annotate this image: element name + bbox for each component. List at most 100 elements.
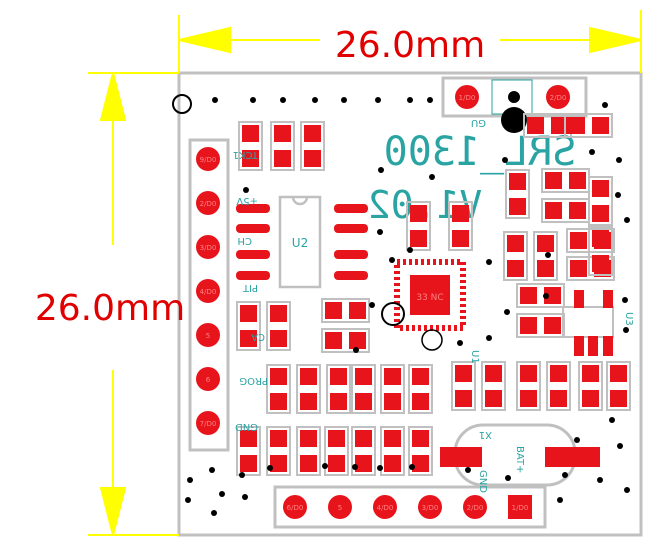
passive-pad <box>355 455 372 472</box>
via <box>187 477 193 483</box>
passive-pad <box>355 430 372 447</box>
height-dimension-label: 26.0mm <box>35 288 185 329</box>
top-pad-2 <box>546 85 570 109</box>
passive-pad <box>270 330 287 347</box>
passive-pad <box>592 230 609 247</box>
via <box>219 491 225 497</box>
passive-outline <box>516 313 565 338</box>
via <box>505 475 511 481</box>
passive-pad <box>325 302 342 319</box>
passive-pad <box>507 235 524 252</box>
bottom-header-pad <box>508 495 532 519</box>
via <box>242 494 248 500</box>
svg-text:X1: X1 <box>479 429 492 440</box>
top-pad-1 <box>455 85 479 109</box>
passive-pad <box>520 317 537 334</box>
left-header-pad-label: 9/D0 <box>200 156 217 164</box>
left-header-pad-label: 6 <box>206 376 211 384</box>
passive-outline <box>546 361 571 411</box>
dimension-vertical <box>88 72 179 536</box>
left-header-pad-label: 7/D0 <box>200 420 217 428</box>
passive-outline <box>326 364 351 414</box>
passive-pad <box>509 173 526 190</box>
passive-outline <box>408 426 433 476</box>
via <box>322 463 328 469</box>
passive-pad <box>545 202 562 219</box>
passive-pad <box>592 180 609 197</box>
passive-pad <box>328 430 345 447</box>
passive-outline <box>321 328 370 353</box>
left-header-pad-label: 2/D0 <box>200 200 217 208</box>
top-pad-2-label: 2/D0 <box>550 94 567 102</box>
via <box>377 465 383 471</box>
passive-pad <box>270 393 287 410</box>
top-via-large <box>501 107 527 133</box>
svg-text:U3: U3 <box>623 312 634 326</box>
via <box>377 229 383 235</box>
passive-outline <box>266 301 291 351</box>
passive-outline <box>351 364 376 414</box>
left-header-pad-label: 4/D0 <box>200 288 217 296</box>
via <box>378 167 384 173</box>
via <box>624 487 630 493</box>
via <box>622 297 628 303</box>
dimension-horizontal <box>178 10 642 73</box>
passive-outline <box>566 256 615 281</box>
left-header-pad <box>196 147 220 171</box>
passive-outline <box>380 426 405 476</box>
svg-text:PROG: PROG <box>239 375 268 386</box>
fiducial-3 <box>172 94 192 114</box>
via <box>267 465 273 471</box>
via <box>609 417 615 423</box>
passive-outline <box>296 426 321 476</box>
passive-pad <box>452 205 469 222</box>
bottom-header-pad-label: 3/D0 <box>422 504 439 512</box>
passive-outline <box>503 231 528 281</box>
mcu-label: 33 NC <box>416 293 443 303</box>
passive-pad <box>412 455 429 472</box>
via <box>280 97 286 103</box>
left-header-pad <box>196 323 220 347</box>
passive-pad <box>325 332 342 349</box>
passive-outline <box>606 361 631 411</box>
passive-pad <box>240 305 257 322</box>
via <box>615 192 621 198</box>
via <box>617 443 623 449</box>
u2-package <box>278 195 322 289</box>
passive-outline <box>406 201 431 251</box>
passive-pad <box>592 117 609 134</box>
via <box>209 467 215 473</box>
passive-outline <box>321 298 370 323</box>
passive-outline <box>588 176 613 226</box>
passive-outline <box>451 361 476 411</box>
svg-text:CH: CH <box>237 235 252 246</box>
passive-pad <box>384 455 401 472</box>
passive-pad <box>544 317 561 334</box>
passive-pad <box>328 455 345 472</box>
passive-pad <box>270 430 287 447</box>
via <box>502 157 508 163</box>
passive-outline <box>588 226 613 276</box>
mcu-pins <box>394 259 466 331</box>
via <box>597 477 603 483</box>
passive-pad <box>412 430 429 447</box>
via <box>353 347 359 353</box>
left-header-pad <box>196 191 220 215</box>
passive-pad <box>551 117 568 134</box>
passive-outline <box>566 228 615 253</box>
bottom-header-pad <box>328 495 352 519</box>
bottom-header-pad <box>418 495 442 519</box>
passive-pad <box>300 455 317 472</box>
via <box>624 217 630 223</box>
bottom-header-pad <box>283 495 307 519</box>
svg-text:+5V: +5V <box>236 195 258 206</box>
passive-pad <box>520 365 537 382</box>
bottom-header-pad-label: 1/D0 <box>512 504 529 512</box>
passive-pad <box>300 368 317 385</box>
passive-outline <box>448 201 473 251</box>
via <box>543 293 549 299</box>
passive-pad <box>507 260 524 277</box>
passive-outline <box>408 364 433 414</box>
passive-pad <box>527 117 544 134</box>
top-via-center <box>506 89 522 105</box>
